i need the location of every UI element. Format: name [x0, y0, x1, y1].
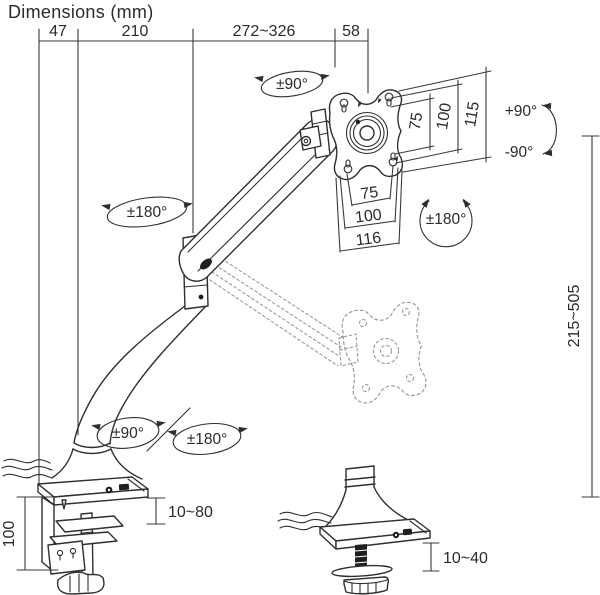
tilt-range: +90° -90°: [505, 102, 557, 161]
base-rotation-labels: ±90° ±180°: [90, 407, 249, 456]
dim-210: 210: [122, 23, 149, 40]
side-dim-75: 75: [407, 111, 427, 131]
tilt-up-label: +90°: [505, 103, 538, 120]
arm-swivel-label: ±180°: [127, 204, 168, 221]
grommet-range-dimension: 10~40: [422, 542, 488, 572]
grommet-mount-drawing: [277, 465, 431, 595]
dim-58: 58: [342, 23, 360, 40]
page-title: Dimensions (mm): [8, 2, 154, 22]
pole-height-dimension: 100: [1, 496, 59, 571]
tilt-joint-drawing: [299, 108, 331, 159]
bottom-dim-75: 75: [360, 184, 380, 203]
bottom-dim-100: 100: [354, 206, 383, 226]
base-rotate-label: ±180°: [187, 431, 228, 448]
clamp-screw-drawing: [41, 496, 124, 595]
clamp-range-dimension: 10~80: [146, 497, 213, 525]
dim-47: 47: [49, 23, 67, 40]
bottom-dim-116: 116: [355, 230, 382, 250]
vesa-side-dimensions: 75 100 115: [390, 66, 492, 173]
top-dimension-chain: 47 210 272~326 58: [38, 23, 369, 484]
arm-swivel-rotation: ±180°: [100, 196, 194, 228]
base-swivel-label: ±90°: [112, 425, 144, 442]
riser-pole-drawing: [51, 303, 209, 480]
grommet-range-label: 10~40: [443, 550, 488, 567]
side-dim-100: 100: [434, 102, 455, 131]
vesa-plate-drawing: [328, 89, 404, 181]
clamp-base-drawing: [1, 458, 149, 506]
vesa-bottom-dimensions: 75 100 116: [335, 165, 403, 253]
cable-lines: [1, 458, 53, 479]
pole-height-label: 100: [1, 521, 18, 548]
head-swivel-label: ±90°: [276, 76, 308, 93]
arm-ghost-position: [200, 249, 428, 406]
side-dim-115: 115: [462, 100, 483, 128]
monitor-rotation: ±180°: [419, 196, 473, 248]
head-swivel-rotation: ±90°: [253, 70, 331, 98]
monitor-rotate-label: ±180°: [426, 211, 467, 228]
tilt-down-label: -90°: [505, 144, 534, 161]
height-range-dimension: 215~505: [566, 135, 600, 498]
clamp-range-label: 10~80: [168, 504, 213, 521]
dim-272-326: 272~326: [233, 23, 296, 40]
height-range-label: 215~505: [566, 285, 583, 348]
